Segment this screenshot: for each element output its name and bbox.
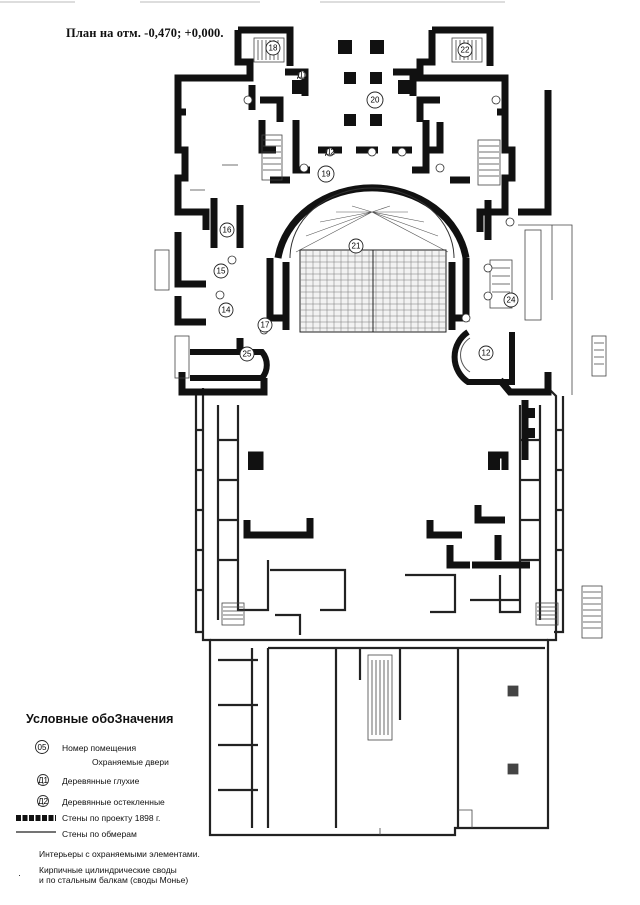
svg-text:12: 12 xyxy=(482,349,491,358)
auditorium xyxy=(190,184,515,385)
room-12: 12 xyxy=(478,345,494,361)
svg-text:17: 17 xyxy=(261,321,270,330)
svg-text:Д1: Д1 xyxy=(297,71,307,80)
door-tags: Д1 Д2 xyxy=(297,71,335,157)
legend-interiors: Интерьеры с охраняемыми элементами. xyxy=(39,849,200,859)
svg-text:19: 19 xyxy=(322,170,331,179)
room-14: 14 xyxy=(218,302,234,318)
legend-title: Условные обоЗначения xyxy=(26,712,174,726)
room-25: 25 xyxy=(239,346,255,362)
svg-text:14: 14 xyxy=(222,306,231,315)
legend-walls-measured: Стены по обмерам xyxy=(62,829,137,839)
svg-text:05: 05 xyxy=(38,743,47,752)
room-number-symbol-icon: 05 xyxy=(35,740,49,754)
room-22: 22 xyxy=(457,42,473,58)
stairs xyxy=(154,37,607,395)
vault-marker: · xyxy=(18,870,21,880)
svg-text:Д2: Д2 xyxy=(325,148,335,157)
legend-wooden-blind: Деревянные глухие xyxy=(62,776,140,786)
svg-text:16: 16 xyxy=(223,226,232,235)
measured-details xyxy=(221,585,603,835)
project-walls xyxy=(174,26,552,569)
room-21: 21 xyxy=(348,238,364,254)
legend-room-number: Номер помещения xyxy=(62,743,137,753)
room-17: 17 xyxy=(257,317,273,333)
legend-wooden-glazed: Деревянные остекленные xyxy=(62,797,165,807)
legend-walls-project: Стены по проекту 1898 г. xyxy=(62,813,161,823)
room-18: 18 xyxy=(265,40,281,56)
piers xyxy=(248,40,535,470)
measured-walls xyxy=(194,387,565,837)
svg-text:22: 22 xyxy=(461,46,470,55)
room-16: 16 xyxy=(219,222,235,238)
legend-vaults-line1: Кирпичные цилиндрические своды xyxy=(39,865,177,875)
room-numbers: 18 22 20 19 21 16 15 14 17 25 24 12 xyxy=(213,40,519,362)
legend-vaults-line2: и по стальным балкам (своды Монье) xyxy=(39,875,189,885)
room-19: 19 xyxy=(317,165,335,183)
project-wall-symbol-icon xyxy=(16,815,56,821)
svg-text:15: 15 xyxy=(217,267,226,276)
measured-wall-symbol-icon xyxy=(16,831,56,833)
svg-text:21: 21 xyxy=(352,242,361,251)
door-markers xyxy=(215,70,515,335)
room-24: 24 xyxy=(503,292,519,308)
room-20: 20 xyxy=(366,91,384,109)
legend-protected-doors: Охраняемые двери xyxy=(92,757,169,767)
svg-text:Д2: Д2 xyxy=(38,797,48,806)
plan-title: План на отм. -0,470; +0,000. xyxy=(66,26,224,40)
room-15: 15 xyxy=(213,263,229,279)
svg-text:18: 18 xyxy=(269,44,278,53)
wooden-blind-door-icon: Д1 xyxy=(37,774,49,786)
svg-text:25: 25 xyxy=(243,350,252,359)
svg-text:Д1: Д1 xyxy=(38,776,48,785)
svg-text:20: 20 xyxy=(371,96,380,105)
legend: Условные обоЗначения 05 Номер помещения … xyxy=(0,712,300,902)
svg-text:24: 24 xyxy=(507,296,516,305)
wooden-glazed-door-icon: Д2 xyxy=(37,795,49,807)
